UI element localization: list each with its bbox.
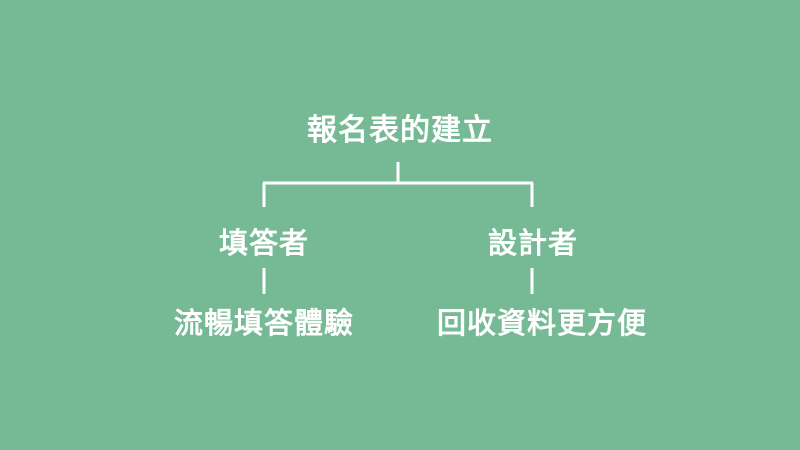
leaf-node-easy-data-collection: 回收資料更方便 <box>436 306 648 340</box>
leaf-node-smooth-experience: 流暢填答體驗 <box>173 306 355 340</box>
branch-node-respondent: 填答者 <box>218 226 310 260</box>
branch-node-designer: 設計者 <box>487 226 579 260</box>
root-node-label: 報名表的建立 <box>307 113 493 148</box>
